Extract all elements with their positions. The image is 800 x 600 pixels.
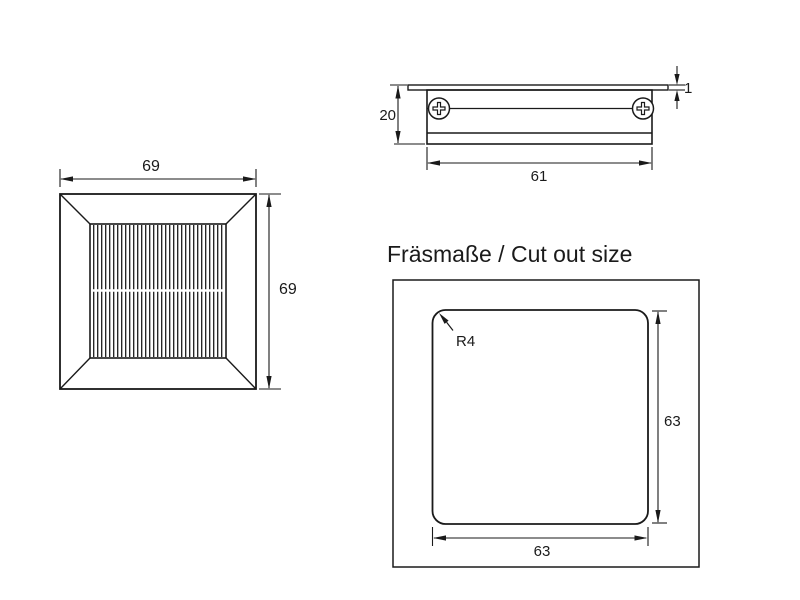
dim-label-overall-height: 69 <box>279 281 297 298</box>
dim-overall-height: 69 <box>259 193 297 390</box>
leader-arrow <box>439 313 449 324</box>
outer-frame <box>59 193 257 390</box>
front-view: 69 69 <box>59 158 297 390</box>
dim-label-cutout-width: 63 <box>534 543 551 560</box>
dim-arrow-up <box>395 85 401 99</box>
phillips-screw-right <box>631 97 655 120</box>
dim-label-depth: 20 <box>379 107 396 124</box>
dim-cutout-height: 63 <box>652 310 681 524</box>
dim-arrow-up <box>655 311 661 324</box>
dim-label-overall-width: 69 <box>142 158 160 175</box>
side-view: 20 1 61 <box>379 66 692 185</box>
bevel-line-bottom-right <box>225 357 257 390</box>
dim-arrow-up <box>266 194 272 207</box>
dim-arrow-left <box>60 176 73 182</box>
dim-arrow-down <box>395 131 401 144</box>
dim-flange-thickness: 1 <box>669 66 692 109</box>
bevel-line-top-left <box>59 193 91 225</box>
dim-label-flange-thickness: 1 <box>684 80 692 97</box>
phillips-screw-left <box>427 97 451 120</box>
dim-overall-width: 69 <box>59 158 257 187</box>
panel-outline <box>392 279 700 568</box>
inner-frame <box>89 223 227 359</box>
dim-body-width: 61 <box>426 147 653 185</box>
radius-label: R4 <box>456 333 475 350</box>
dim-arrow-down <box>674 74 680 85</box>
dim-arrow-down <box>266 376 272 389</box>
cutout-outline <box>431 309 649 525</box>
body-profile <box>426 89 653 145</box>
bevel-line-top-right <box>225 193 257 225</box>
dim-arrow-left <box>427 160 440 166</box>
leader-line <box>446 321 454 331</box>
dim-label-cutout-height: 63 <box>664 413 681 430</box>
dim-cutout-width: 63 <box>431 527 649 560</box>
dim-arrow-left <box>433 535 446 541</box>
dim-arrow-right <box>639 160 652 166</box>
dim-arrow-up <box>674 90 680 101</box>
cutout-title: Fräsmaße / Cut out size <box>387 241 632 267</box>
cutout-view: Fräsmaße / Cut out size R4 63 <box>387 241 700 568</box>
phillips-cross-icon <box>432 101 446 116</box>
dim-arrow-right <box>243 176 256 182</box>
bevel-line-bottom-left <box>59 357 91 390</box>
dim-depth: 20 <box>379 84 425 145</box>
dim-arrow-down <box>655 510 661 523</box>
phillips-cross-icon <box>636 101 650 116</box>
dim-label-body-width: 61 <box>531 168 548 185</box>
dim-arrow-right <box>634 535 648 541</box>
radius-callout: R4 <box>439 313 475 350</box>
